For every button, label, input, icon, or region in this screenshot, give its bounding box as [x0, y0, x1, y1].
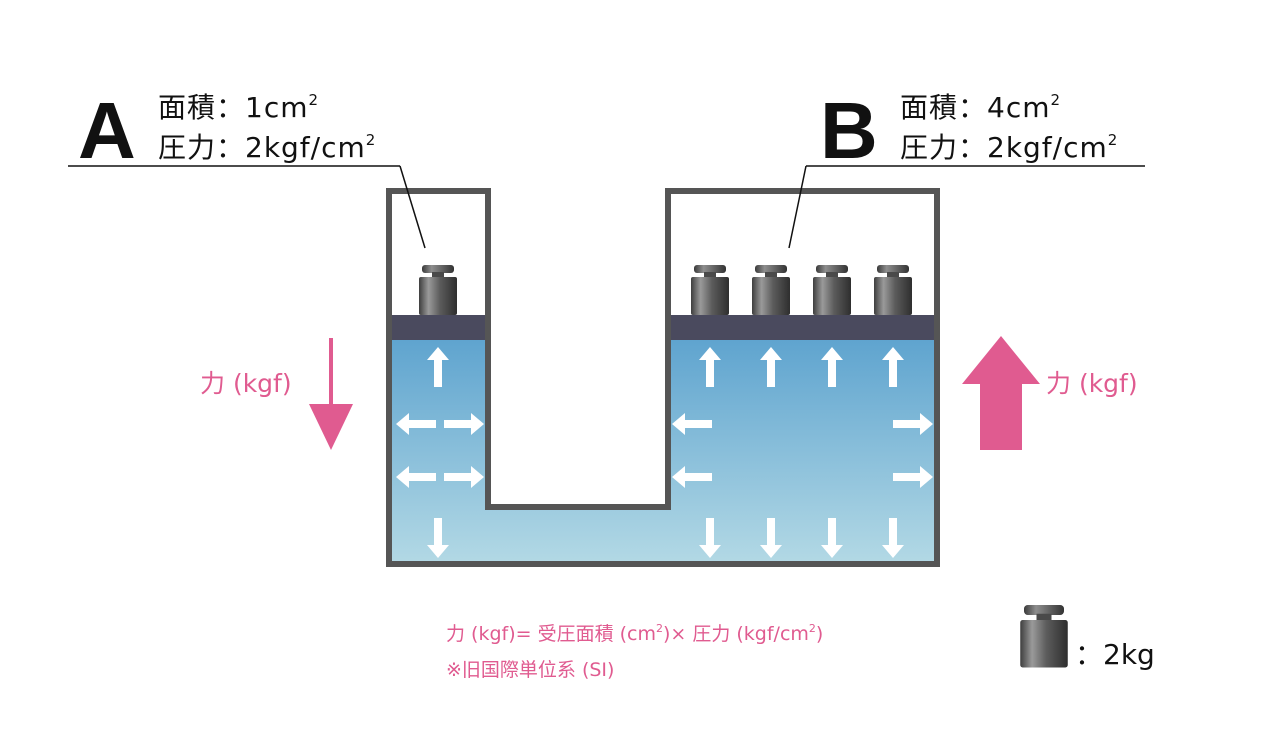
piston-a	[389, 315, 488, 340]
leader-line-b	[788, 165, 807, 249]
weight-icon	[419, 265, 457, 315]
si-note: ※旧国際単位系 (SI)	[446, 659, 614, 681]
leader-line-a	[399, 165, 426, 249]
weight-icon	[874, 265, 912, 315]
weight-icon	[813, 265, 851, 315]
piston-b-letter: B	[820, 86, 878, 175]
force-up-arrow-icon	[962, 336, 1040, 450]
weight-icon	[691, 265, 729, 315]
piston-b-pressure: 圧力：2kgf/cm2	[900, 131, 1118, 164]
piston-b	[668, 315, 937, 340]
liquid	[389, 340, 937, 564]
formula-text: 力 (kgf)= 受圧面積 (cm2)× 圧力 (kgf/cm2)	[446, 622, 823, 645]
piston-b-area: 面積：4cm2	[900, 91, 1061, 124]
force-down-arrow-icon	[309, 404, 353, 450]
piston-a-pressure: 圧力：2kgf/cm2	[158, 131, 376, 164]
container-wall	[386, 188, 940, 567]
force-left-label: 力 (kgf)	[200, 369, 292, 398]
piston-a-letter: A	[78, 86, 136, 175]
weight-icon	[752, 265, 790, 315]
legend-weight-icon	[1020, 605, 1068, 668]
legend-weight-label: ：2kg	[1075, 638, 1155, 671]
piston-a-area: 面積：1cm2	[158, 91, 319, 124]
force-right-label: 力 (kgf)	[1046, 369, 1138, 398]
